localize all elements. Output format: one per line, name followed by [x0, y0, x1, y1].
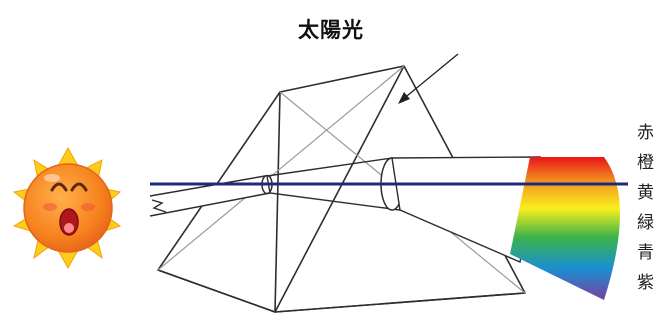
incoming-beam — [150, 176, 272, 217]
spectrum-band — [510, 157, 620, 300]
color-label-violet: 紫 — [637, 268, 654, 298]
pointer-arrow-icon — [398, 54, 458, 104]
spectrum-color-list: 赤 橙 黄 緑 青 紫 — [637, 118, 654, 298]
color-label-green: 緑 — [637, 208, 654, 238]
sun-face-icon — [14, 148, 120, 268]
color-label-yellow: 黄 — [637, 178, 654, 208]
color-label-red: 赤 — [637, 118, 654, 148]
outgoing-beam — [392, 157, 620, 300]
color-label-orange: 橙 — [637, 148, 654, 178]
color-label-blue: 青 — [637, 238, 654, 268]
diagram-title: 太陽光 — [0, 14, 662, 44]
